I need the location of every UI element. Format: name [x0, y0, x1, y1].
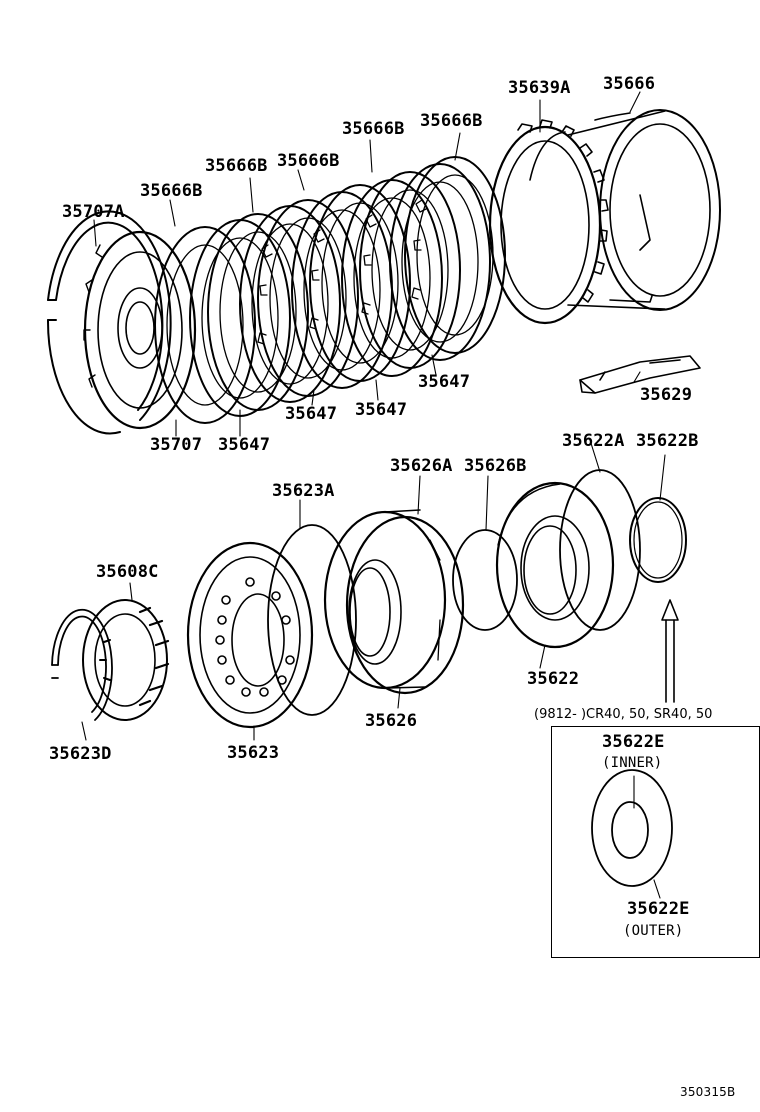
- label-35626: 35626: [365, 711, 418, 731]
- label-35647: 35647: [355, 400, 408, 420]
- label-35623D: 35623D: [49, 744, 112, 764]
- clutch-drum-35666: [529, 109, 721, 311]
- plate-35639A: [488, 119, 609, 325]
- label-35707A: 35707A: [62, 202, 125, 222]
- label-35626A: 35626A: [390, 456, 453, 476]
- caption-outer: (OUTER): [623, 923, 684, 939]
- ring-35622E: [591, 769, 673, 899]
- label-35647: 35647: [418, 372, 471, 392]
- label-35622A: 35622A: [562, 431, 625, 451]
- label-35666B: 35666B: [140, 181, 203, 201]
- o-ring-35626B: [452, 529, 518, 631]
- label-35666B: 35666B: [277, 151, 340, 171]
- label-35666: 35666: [603, 74, 656, 94]
- label-35623A: 35623A: [272, 481, 335, 501]
- label-35626B: 35626B: [464, 456, 527, 476]
- label-35623: 35623: [227, 743, 280, 763]
- snap-ring-35623D: [51, 608, 113, 721]
- label-35622: 35622: [527, 669, 580, 689]
- caption-inner: (INNER): [602, 755, 663, 771]
- snap-ring-35707A: [46, 210, 172, 435]
- piston-35626: [323, 509, 465, 695]
- label-35629: 35629: [640, 385, 693, 405]
- clutch-plate-stack: [154, 156, 506, 424]
- label-35622B: 35622B: [636, 431, 699, 451]
- piston-35623: [186, 541, 314, 729]
- label-35707: 35707: [150, 435, 203, 455]
- label-35608C: 35608C: [96, 562, 159, 582]
- spring-retainer-35608C: [82, 599, 170, 721]
- label-35666B: 35666B: [420, 111, 483, 131]
- o-ring-35622B: [629, 497, 687, 583]
- leader-lines: [81, 91, 666, 741]
- inset-pointer-arrow: [661, 599, 679, 703]
- label-35647: 35647: [218, 435, 271, 455]
- label-35622E-inner: 35622E: [602, 732, 665, 752]
- bracket-35629: [579, 355, 701, 394]
- piston-35622: [495, 481, 615, 649]
- o-ring-35623A: [267, 524, 357, 716]
- label-35639A: 35639A: [508, 78, 571, 98]
- o-ring-35622A: [559, 469, 641, 631]
- flange-35707: [83, 230, 197, 430]
- inset-range-note: (9812- )CR40, 50, SR40, 50: [534, 707, 713, 722]
- label-35666B: 35666B: [342, 119, 405, 139]
- label-35647: 35647: [285, 404, 338, 424]
- figure-id: 350315B: [680, 1085, 736, 1099]
- label-35622E-outer: 35622E: [627, 899, 690, 919]
- label-35666B: 35666B: [205, 156, 268, 176]
